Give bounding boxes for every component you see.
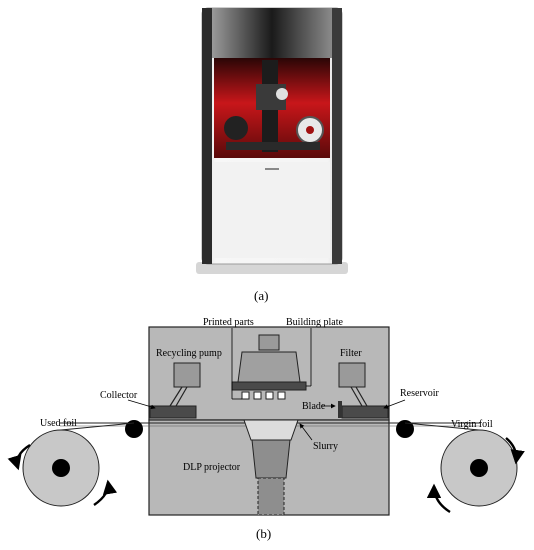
filter-box xyxy=(338,362,366,388)
reservoir xyxy=(341,405,389,419)
collector-nip-roller xyxy=(125,420,143,438)
printer-brand-plate xyxy=(265,168,279,170)
interior-roller-left xyxy=(224,116,248,140)
building-plate xyxy=(231,381,307,391)
printer-right-edge xyxy=(332,8,342,264)
label-collector: Collector xyxy=(100,390,138,401)
label-filter: Filter xyxy=(340,348,362,359)
light-cone xyxy=(243,419,299,441)
used-foil-arrow-top xyxy=(7,443,31,471)
recycling-pump-pipe-2 xyxy=(175,386,188,407)
building-plate-body xyxy=(237,351,301,383)
blade xyxy=(338,401,342,418)
printer-lower-panel xyxy=(214,162,330,258)
printed-part-4 xyxy=(277,391,286,400)
label-building-plate: Building plate xyxy=(286,317,344,328)
collector xyxy=(149,405,197,419)
used-foil-arrow-bottom xyxy=(93,479,118,506)
label-dlp-projector: DLP projector xyxy=(183,462,241,473)
caption-a: (a) xyxy=(254,288,269,303)
printer-left-edge xyxy=(202,8,212,264)
interior-tray xyxy=(226,142,320,150)
schematic: Printed parts Building plate Recycling p… xyxy=(7,317,525,516)
printer-photo xyxy=(196,7,348,274)
caption-b: (b) xyxy=(256,526,272,541)
interior-knob xyxy=(276,88,288,100)
printer-interior xyxy=(224,60,324,152)
label-recycling-pump: Recycling pump xyxy=(156,348,222,359)
virgin-foil-arrow-bottom xyxy=(426,483,451,514)
virgin-foil-hub xyxy=(470,459,488,477)
label-used-foil: Used foil xyxy=(40,418,77,429)
reservoir-leader xyxy=(383,399,406,409)
filter-pipe-1 xyxy=(350,386,363,407)
label-slurry: Slurry xyxy=(313,441,338,452)
projector-lens xyxy=(251,439,291,479)
slurry-leader xyxy=(299,423,313,441)
label-blade: Blade xyxy=(302,401,326,412)
printer-top-cap xyxy=(212,8,332,58)
recycling-pump-box xyxy=(173,362,201,388)
printed-part-2 xyxy=(253,391,262,400)
collector-leader xyxy=(127,399,156,410)
used-foil-tangent xyxy=(60,422,135,431)
printed-part-1 xyxy=(241,391,250,400)
virgin-foil-tangent xyxy=(404,422,480,431)
printed-part-3 xyxy=(265,391,274,400)
recycling-pump-pipe-1 xyxy=(169,386,183,407)
interior-roller-right-hub xyxy=(306,126,314,134)
projector-body xyxy=(257,477,285,516)
label-printed-parts: Printed parts xyxy=(203,317,254,328)
used-foil-hub xyxy=(52,459,70,477)
virgin-foil-arrow-top xyxy=(505,437,525,465)
label-reservoir: Reservoir xyxy=(400,388,440,399)
building-plate-shaft xyxy=(258,334,280,351)
filter-pipe-2 xyxy=(355,386,368,407)
reservoir-nip-roller xyxy=(396,420,414,438)
label-virgin-foil: Virgin foil xyxy=(451,419,493,430)
printer-shadow xyxy=(196,262,348,274)
